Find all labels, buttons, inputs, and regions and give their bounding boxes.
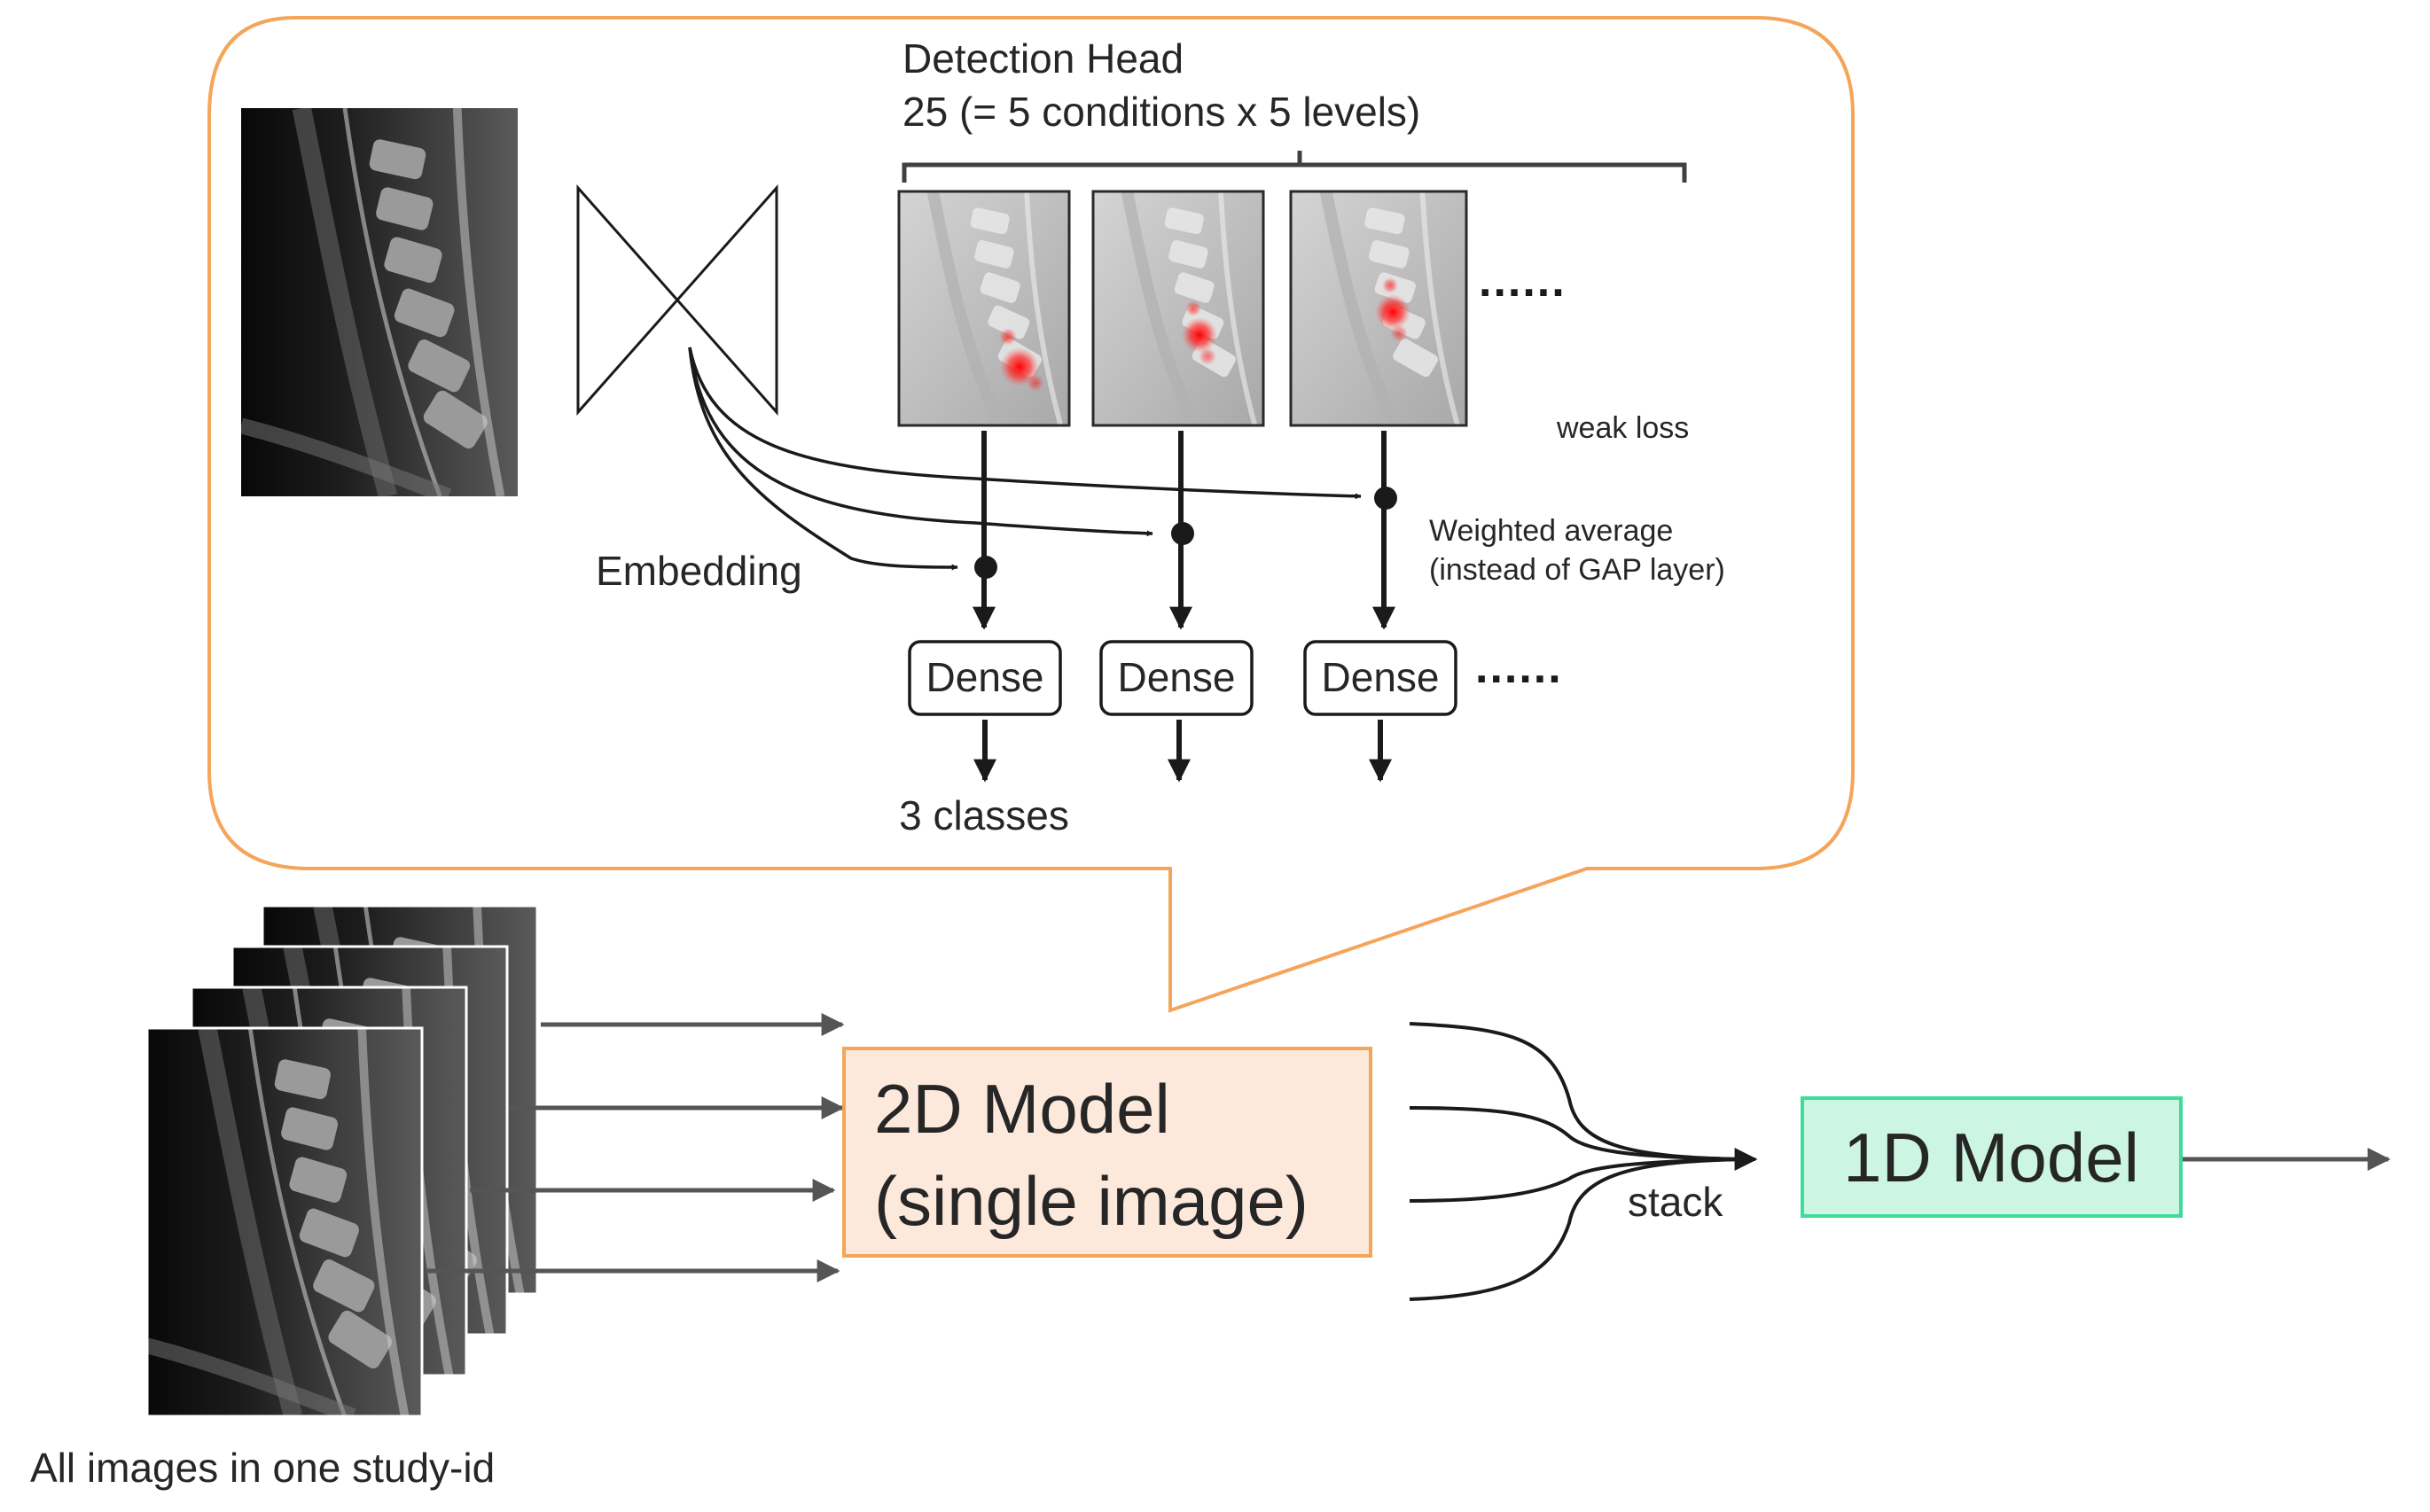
model-1d-title: 1D Model	[1843, 1118, 2139, 1196]
embedding-connectors	[688, 347, 1362, 571]
callout-input-mri	[241, 108, 518, 496]
head-columns	[973, 431, 1397, 630]
encoder-decoder-icon	[576, 184, 778, 416]
dense-label: Dense	[1322, 654, 1440, 700]
heatmaps-ellipsis: ......	[1479, 255, 1567, 307]
classes-label: 3 classes	[899, 792, 1069, 838]
dense-block-3: Dense	[1303, 640, 1457, 716]
stack-label: stack	[1628, 1179, 1723, 1225]
heatmap-2	[1091, 190, 1265, 427]
heatmap-1	[897, 190, 1071, 427]
dense-label: Dense	[1118, 654, 1236, 700]
model-2d-title: 2D Model	[874, 1070, 1170, 1148]
detection-head-brace	[902, 151, 1687, 183]
model-2d-subtitle: (single image)	[874, 1162, 1309, 1240]
weak-loss-label: weak loss	[1556, 411, 1689, 445]
heatmap-3	[1289, 190, 1468, 427]
dense-block-1: Dense	[908, 640, 1062, 716]
model-2d-box: 2D Model (single image)	[842, 1047, 1372, 1258]
input-arrows	[426, 1013, 845, 1282]
dense-label: Dense	[926, 654, 1044, 700]
dense-ellipsis: ......	[1475, 642, 1563, 693]
stack-caption: All images in one study-id	[30, 1445, 495, 1491]
detection-head-subtitle: 25 (= 5 conditions x 5 levels)	[902, 89, 1420, 135]
mri-image-stack	[145, 904, 539, 1418]
stack-merge-curves	[1409, 1022, 1758, 1301]
weighted-average-label: Weighted average	[1429, 514, 1673, 548]
weighted-average-note: (instead of GAP layer)	[1429, 553, 1725, 587]
dense-block-2: Dense	[1099, 640, 1254, 716]
model-1d-box: 1D Model	[1801, 1096, 2183, 1218]
dense-output-arrows	[973, 720, 1392, 783]
embedding-label: Embedding	[596, 548, 802, 594]
detection-head-title: Detection Head	[902, 35, 1184, 82]
